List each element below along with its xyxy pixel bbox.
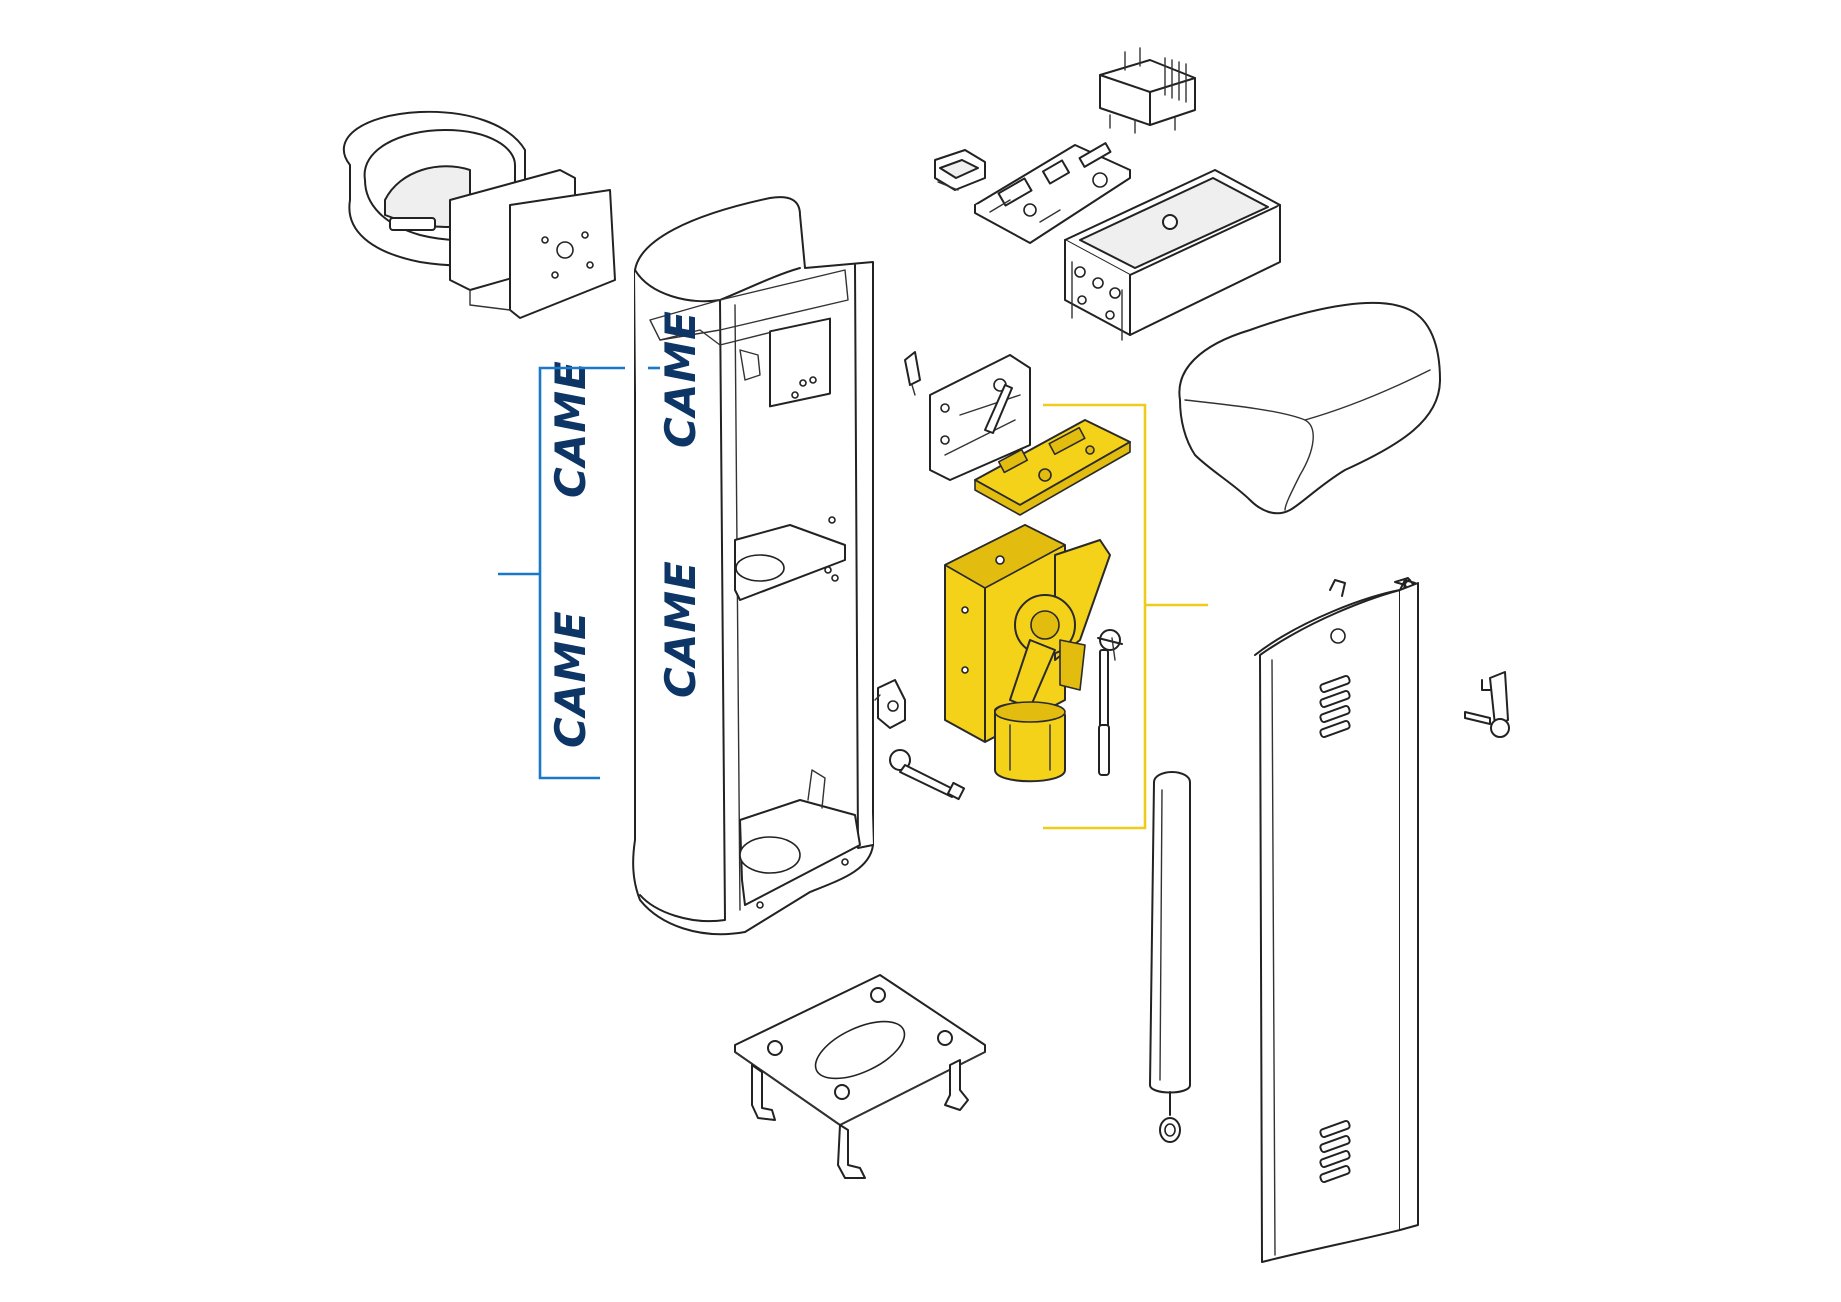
top-cover [1178, 301, 1441, 515]
gearmotor [944, 524, 1111, 783]
door-latch [1464, 671, 1510, 738]
spring-housing-assembly [343, 110, 616, 319]
junction-box [1064, 169, 1281, 341]
logo-text-3: CAME [546, 360, 595, 498]
release-pin [889, 749, 966, 801]
control-board [974, 142, 1131, 244]
cabinet-logo-decals: CAME CAME CAME CAME [546, 310, 705, 748]
cabinet-column [632, 196, 874, 936]
connector-block [934, 149, 986, 191]
highlight-group-bracket [1043, 403, 1208, 830]
anchor-plate [734, 974, 986, 1179]
logo-group-bracket [498, 366, 660, 780]
balancing-spring [1149, 771, 1191, 1143]
cabinet-door [1254, 577, 1419, 1263]
cam-bracket [874, 679, 906, 729]
spring-tie-rod [1097, 629, 1123, 776]
encoder-board [974, 419, 1131, 516]
transformer [1099, 47, 1196, 134]
logo-text-1: CAME [656, 310, 705, 448]
door-vent-lower [1319, 1119, 1351, 1184]
limit-switch-plate [904, 351, 1031, 481]
logo-text-2: CAME [656, 560, 705, 698]
logo-text-4: CAME [546, 610, 595, 748]
door-vent-upper [1319, 674, 1351, 739]
